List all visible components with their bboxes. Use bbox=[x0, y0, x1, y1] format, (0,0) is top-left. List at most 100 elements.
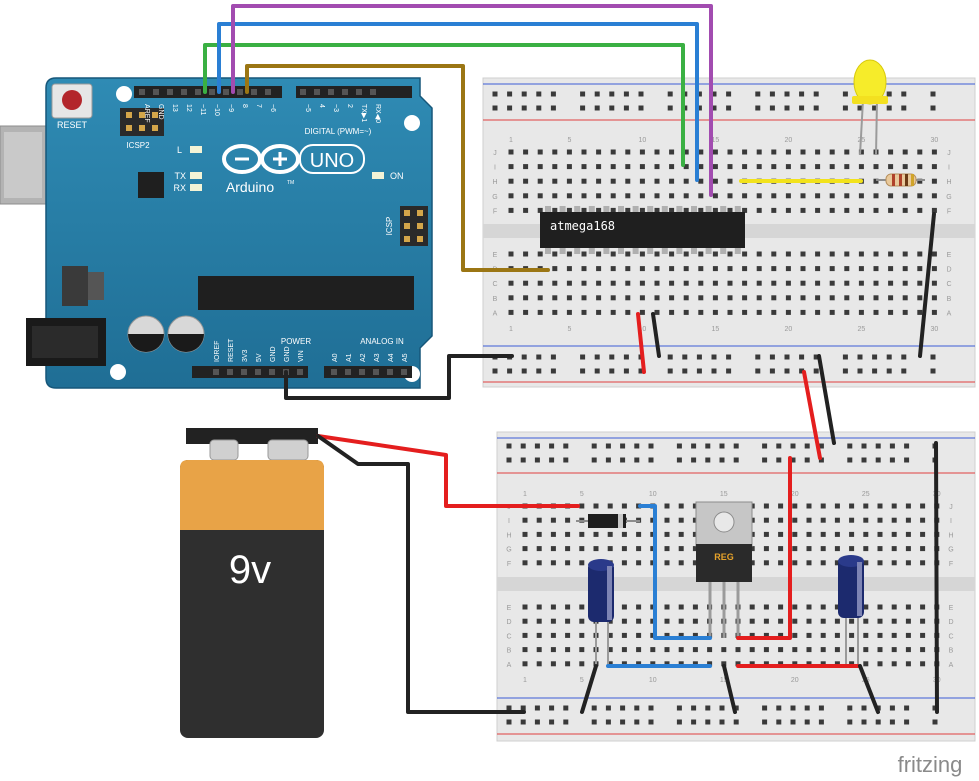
rail-hole bbox=[804, 443, 810, 449]
hole bbox=[820, 531, 826, 537]
row-letter: I bbox=[494, 165, 496, 172]
rail-hole bbox=[790, 457, 796, 463]
hole bbox=[664, 546, 670, 552]
hole bbox=[508, 295, 514, 301]
hole bbox=[891, 661, 897, 667]
hole bbox=[806, 647, 812, 653]
hole bbox=[607, 647, 613, 653]
row-letter: I bbox=[950, 518, 952, 525]
hole bbox=[650, 560, 656, 566]
hole bbox=[610, 295, 616, 301]
hole bbox=[523, 193, 529, 199]
hole bbox=[905, 632, 911, 638]
hole bbox=[888, 207, 894, 213]
hole bbox=[566, 280, 572, 286]
hole bbox=[610, 149, 616, 155]
hole bbox=[669, 280, 675, 286]
rail-hole bbox=[605, 705, 611, 711]
row-letter: G bbox=[948, 547, 953, 554]
hole bbox=[625, 207, 631, 213]
digital-label: DIGITAL (PWM=~) bbox=[305, 127, 372, 136]
battery-9v: 9v bbox=[180, 428, 324, 738]
hole bbox=[727, 280, 733, 286]
hole bbox=[607, 632, 613, 638]
hole bbox=[579, 546, 585, 552]
rail-hole bbox=[889, 457, 895, 463]
hole bbox=[550, 531, 556, 537]
hole bbox=[523, 280, 529, 286]
hole bbox=[891, 632, 897, 638]
digital-pin-label: AREF bbox=[143, 104, 150, 123]
hole bbox=[566, 266, 572, 272]
hole bbox=[669, 309, 675, 315]
rail-hole bbox=[818, 457, 824, 463]
hole bbox=[678, 647, 684, 653]
hole bbox=[849, 661, 855, 667]
rail-hole bbox=[904, 457, 910, 463]
hole bbox=[621, 546, 627, 552]
rail-hole bbox=[875, 457, 881, 463]
hole bbox=[815, 295, 821, 301]
rail-hole bbox=[609, 91, 615, 97]
column-number: 20 bbox=[785, 326, 793, 333]
hole bbox=[621, 632, 627, 638]
rail-hole bbox=[847, 457, 853, 463]
hole bbox=[820, 503, 826, 509]
hole bbox=[664, 618, 670, 624]
hole bbox=[778, 647, 784, 653]
hole bbox=[763, 517, 769, 523]
rail-hole bbox=[769, 368, 775, 374]
hole bbox=[778, 517, 784, 523]
hole bbox=[820, 618, 826, 624]
rail-hole bbox=[634, 457, 640, 463]
rail-hole bbox=[705, 719, 711, 725]
chip-pin bbox=[588, 206, 595, 212]
hole bbox=[579, 618, 585, 624]
rail-hole bbox=[534, 443, 540, 449]
hole bbox=[778, 560, 784, 566]
rail-hole bbox=[676, 457, 682, 463]
hole bbox=[683, 295, 689, 301]
rail-hole bbox=[790, 719, 796, 725]
rail-hole bbox=[520, 443, 526, 449]
hole bbox=[508, 164, 514, 170]
wire-black-right-top bbox=[918, 212, 936, 358]
hole bbox=[844, 164, 850, 170]
analog-header bbox=[324, 366, 412, 378]
hole bbox=[863, 604, 869, 610]
row-letter: C bbox=[946, 281, 951, 288]
rail-hole bbox=[818, 705, 824, 711]
chip-pin bbox=[618, 206, 624, 212]
hole bbox=[698, 266, 704, 272]
hole bbox=[834, 546, 840, 552]
hole bbox=[727, 266, 733, 272]
rail-hole bbox=[634, 705, 640, 711]
rail-hole bbox=[813, 105, 819, 111]
digital-pin bbox=[237, 89, 243, 95]
hole bbox=[650, 618, 656, 624]
hole bbox=[891, 531, 897, 537]
rail-hole bbox=[813, 368, 819, 374]
hole bbox=[712, 149, 718, 155]
chip-pin bbox=[632, 206, 639, 212]
hole bbox=[877, 560, 883, 566]
hole bbox=[849, 517, 855, 523]
hole bbox=[902, 149, 908, 155]
digital-pin-label: 8 bbox=[241, 104, 248, 108]
hole bbox=[877, 546, 883, 552]
hole bbox=[858, 149, 864, 155]
hole bbox=[834, 647, 840, 653]
analog-pin bbox=[331, 369, 337, 375]
hole bbox=[756, 207, 762, 213]
hole bbox=[565, 618, 571, 624]
hole bbox=[727, 164, 733, 170]
hole bbox=[891, 604, 897, 610]
power-pin-label: GND bbox=[284, 346, 291, 362]
rail-hole bbox=[563, 443, 569, 449]
hole bbox=[654, 149, 660, 155]
digital-pin-label: ~10 bbox=[213, 104, 220, 116]
rail-hole bbox=[605, 457, 611, 463]
rail-hole bbox=[886, 368, 892, 374]
hole bbox=[639, 164, 645, 170]
digital-pin-label: 7 bbox=[255, 104, 262, 108]
